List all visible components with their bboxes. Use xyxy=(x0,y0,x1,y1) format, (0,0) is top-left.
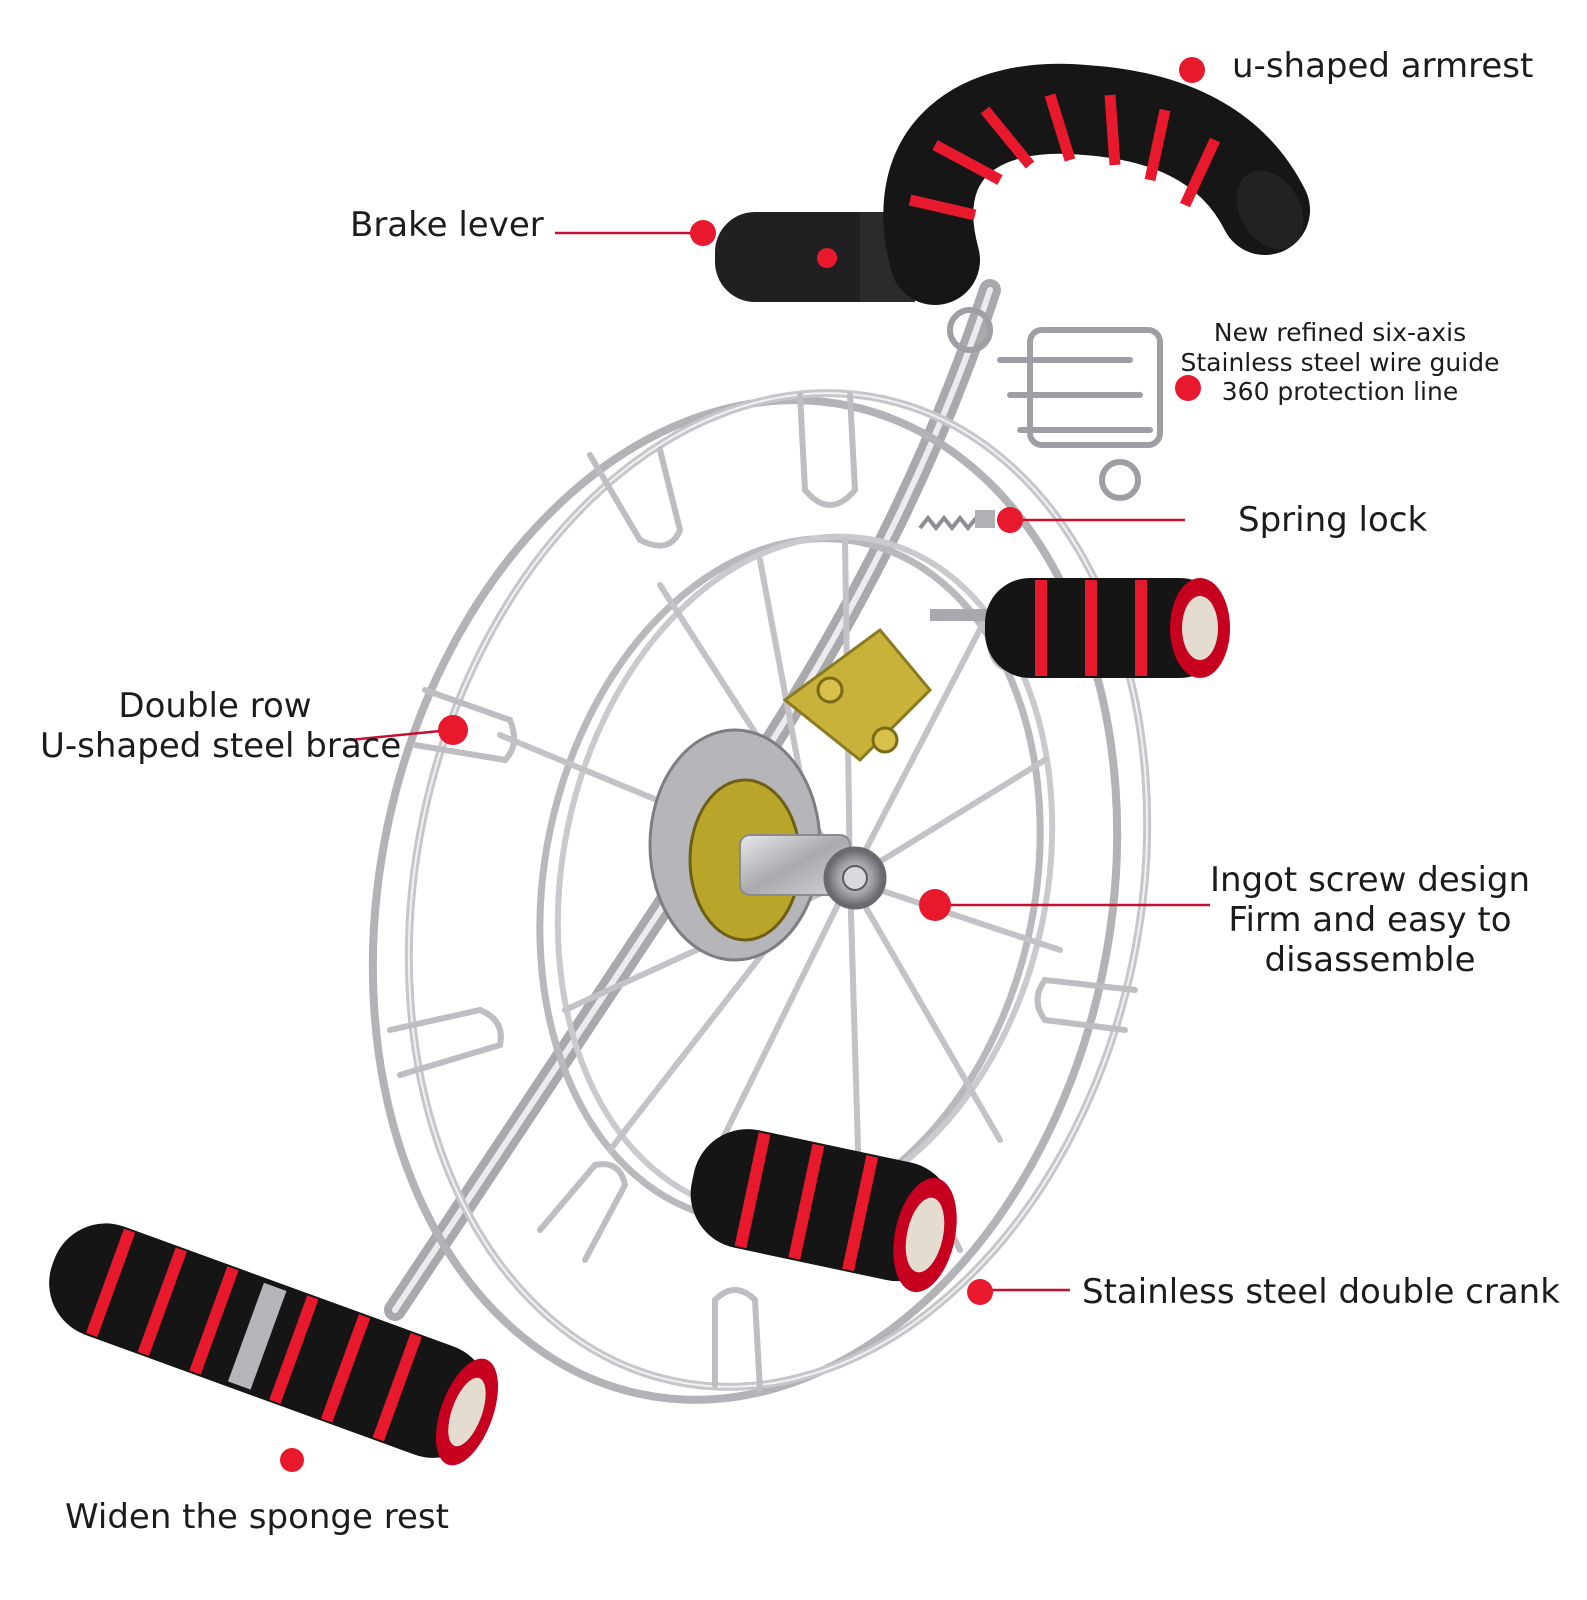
wire-guide-dot xyxy=(1175,375,1201,401)
wire-guide-line-1: New refined six-axis xyxy=(1213,318,1467,347)
sponge-rest xyxy=(49,1223,498,1466)
sponge-rest-dot xyxy=(280,1448,304,1472)
outer-rim xyxy=(368,389,1152,1404)
double-crank-dot xyxy=(967,1279,993,1305)
armrest-dot xyxy=(1179,57,1205,83)
wire-guide-line-2: Stainless steel wire guide xyxy=(1180,347,1500,377)
crank-knob-lower xyxy=(690,1129,957,1293)
brace-dot xyxy=(438,715,468,745)
brace-label: Double row U-shaped steel brace xyxy=(40,686,402,767)
double-crank-label: Stainless steel double crank xyxy=(1082,1272,1560,1312)
brake-mechanism xyxy=(782,627,933,763)
brace-line-2: U-shaped steel brace xyxy=(40,726,402,767)
brake-lever-label: Brake lever xyxy=(350,205,544,245)
ingot-screw-label: Ingot screw design Firm and easy to disa… xyxy=(1200,860,1540,980)
ingot-line-1: Ingot screw design xyxy=(1209,860,1531,900)
crank-knob-upper xyxy=(930,578,1230,678)
brake-lever-dot xyxy=(690,220,716,246)
wire-guide-line-3: 360 protection line xyxy=(1221,377,1459,406)
ingot-screw-dot xyxy=(919,889,951,921)
spring-lock xyxy=(918,510,995,532)
armrest-label: u-shaped armrest xyxy=(1232,46,1534,86)
brace-line-1: Double row xyxy=(118,686,312,726)
leader-lines xyxy=(349,231,1210,1292)
hub xyxy=(648,728,887,962)
spring-lock-label: Spring lock xyxy=(1238,500,1428,540)
u-shaped-armrest xyxy=(883,63,1310,305)
wire-guide xyxy=(947,307,1163,501)
ingot-line-2: Firm and easy to xyxy=(1228,900,1512,941)
wire-guide-label: New refined six-axis Stainless steel wir… xyxy=(1175,318,1505,407)
ingot-line-3: disassemble xyxy=(1264,940,1476,981)
spring-lock-dot xyxy=(997,507,1023,533)
sponge-rest-label: Widen the sponge rest xyxy=(65,1497,449,1537)
callout-dots xyxy=(280,57,1205,1472)
